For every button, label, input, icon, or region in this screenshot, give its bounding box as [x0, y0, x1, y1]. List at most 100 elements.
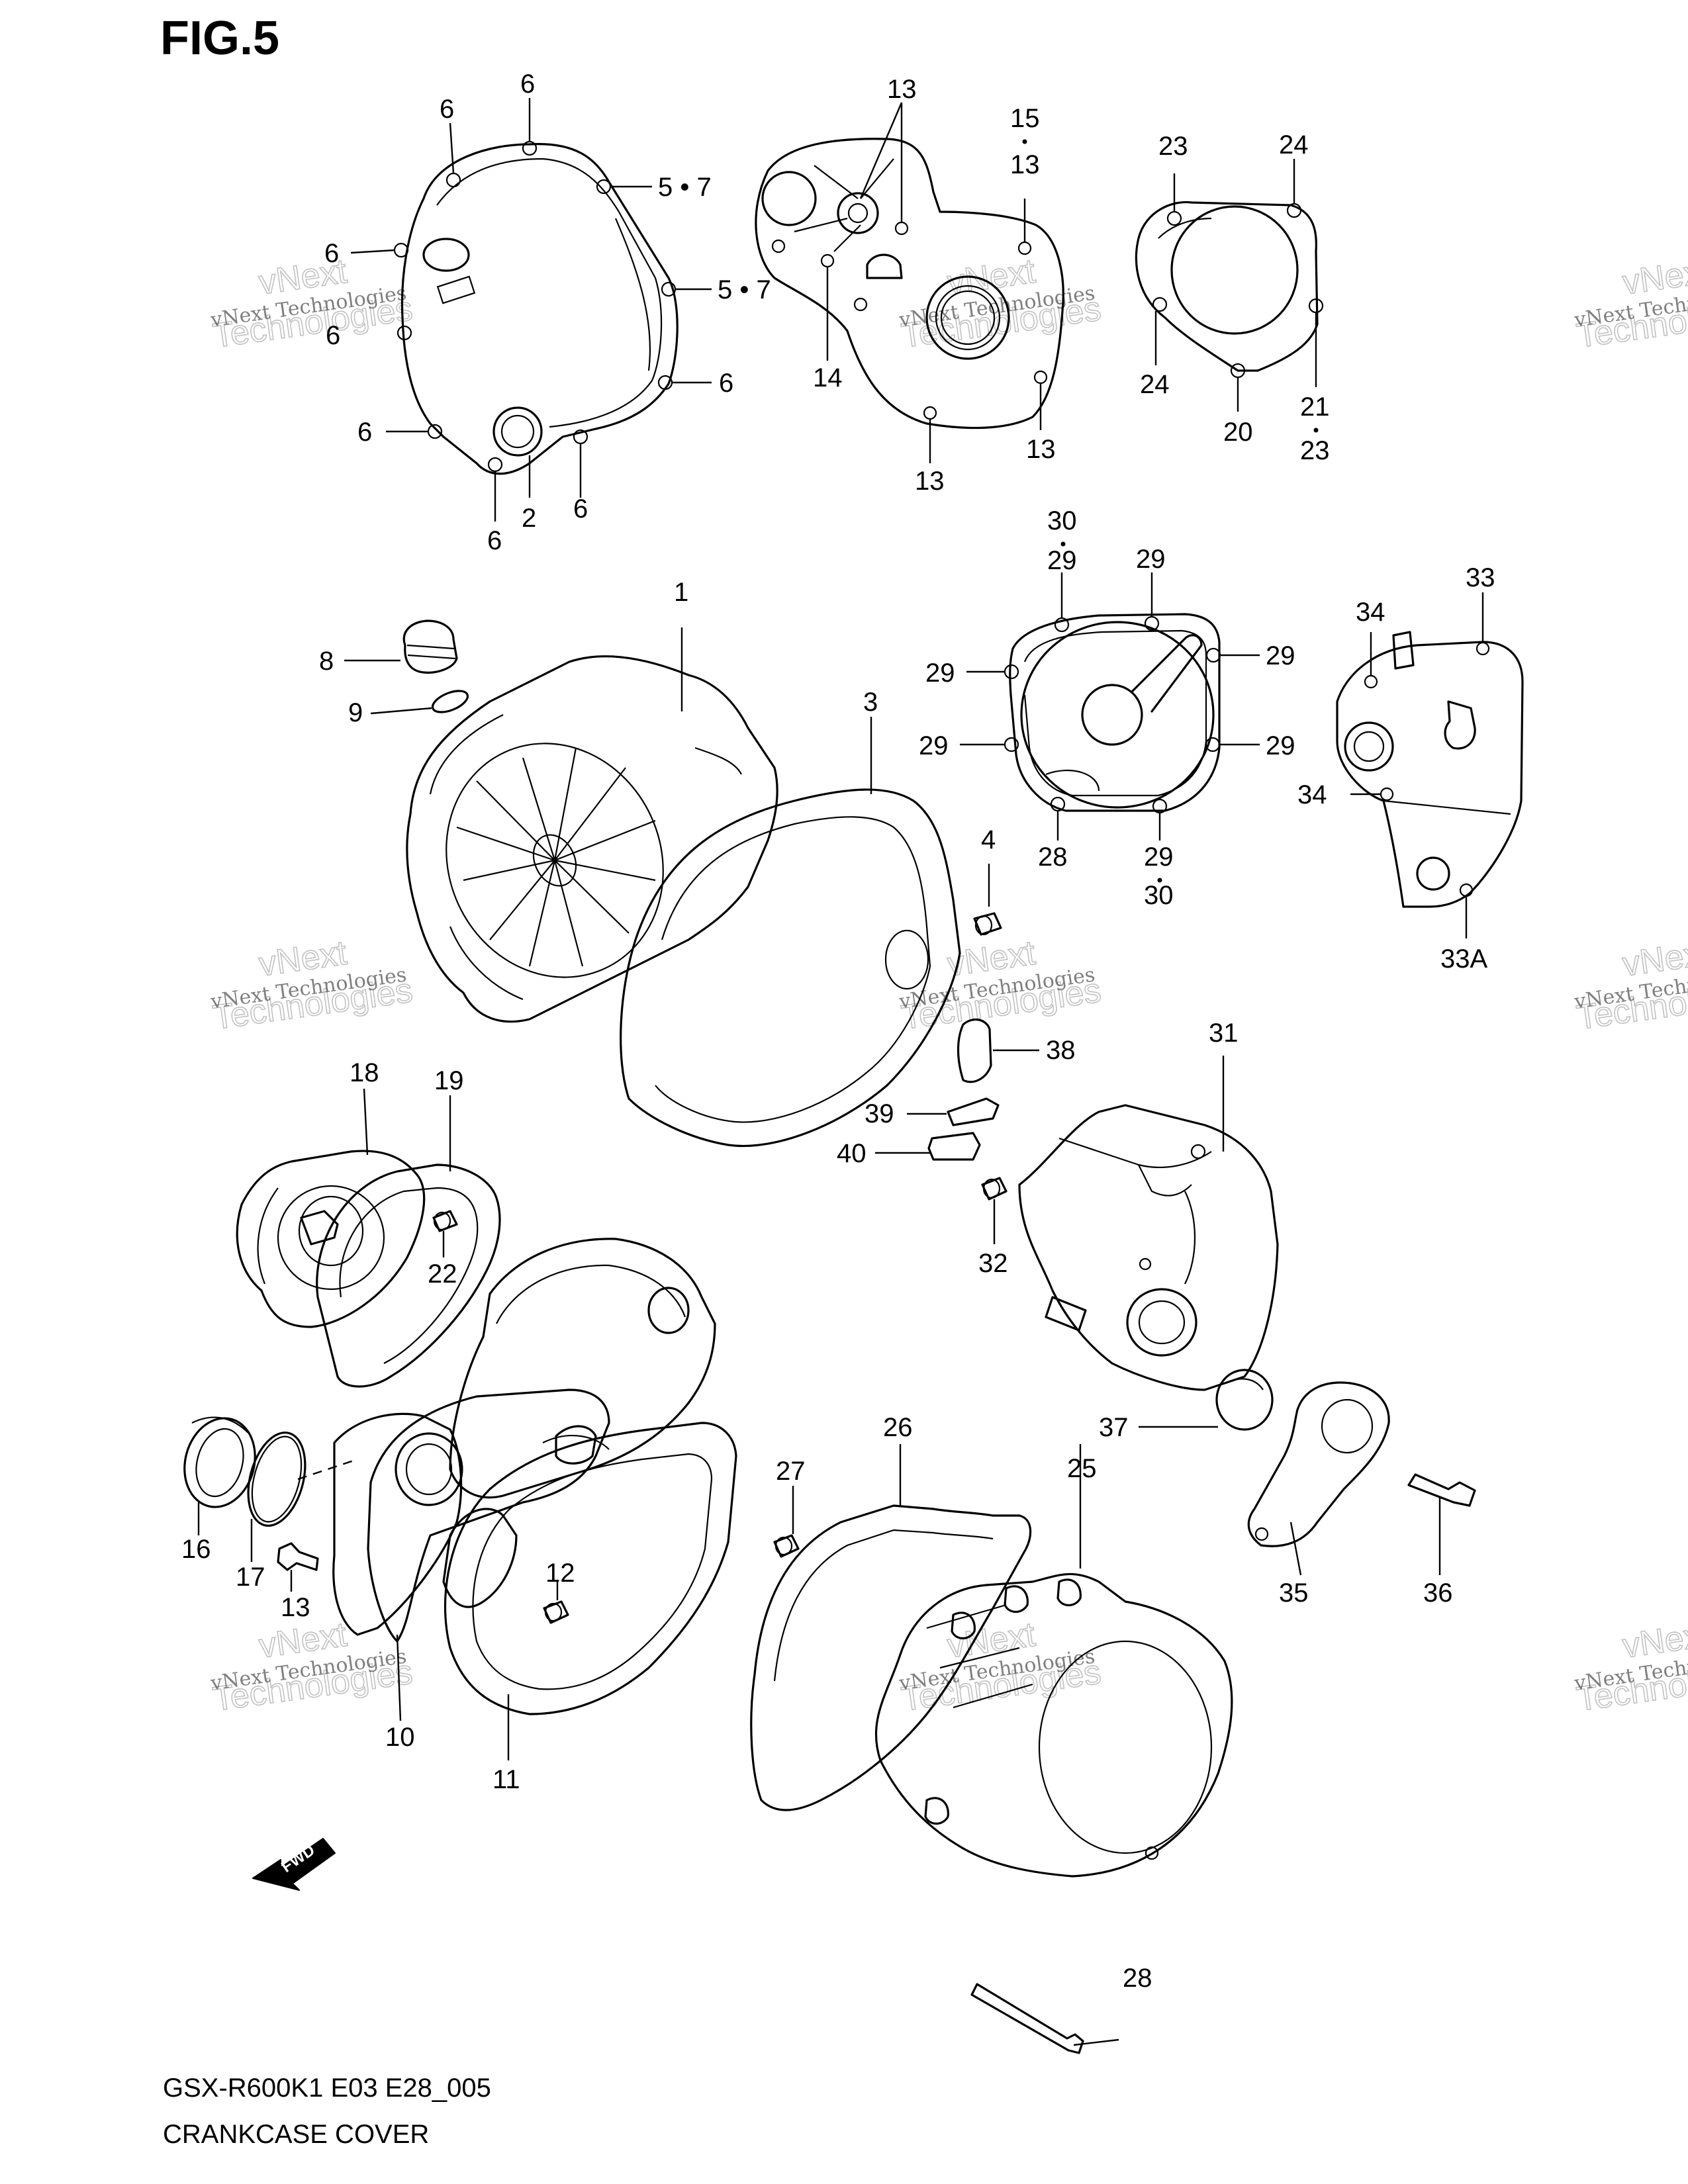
- watermark: vNext Technologies vNext Technologies: [209, 251, 415, 356]
- callout-23: 23: [1300, 436, 1330, 465]
- callout-6: 6: [573, 494, 588, 523]
- callout-30: 30: [1144, 881, 1174, 910]
- callout-17: 17: [236, 1563, 265, 1592]
- callout-25: 25: [1067, 1454, 1097, 1483]
- callout-dot: [1313, 428, 1319, 433]
- callout-6: 6: [326, 321, 340, 350]
- callout-33A: 33A: [1440, 944, 1487, 974]
- callout-10: 10: [385, 1723, 415, 1752]
- dowel-pin-drawing: [973, 864, 1002, 936]
- callout-12: 12: [545, 1559, 575, 1588]
- callout-31: 31: [1209, 1019, 1239, 1048]
- callout-19: 19: [434, 1066, 464, 1095]
- long-bolt-28-drawing: [970, 1983, 1119, 2054]
- callout-16: 16: [181, 1535, 211, 1564]
- watermark: vNext Technologies vNext Technologies: [897, 251, 1103, 356]
- watermark-layer: vNext Technologies vNext Technologies vN…: [209, 251, 1688, 1719]
- callout-40: 40: [837, 1139, 867, 1168]
- callout-22: 22: [428, 1259, 457, 1289]
- o-ring-drawing: [247, 1432, 358, 1562]
- callout-14: 14: [813, 363, 843, 392]
- water-pump-cover-drawing: [236, 1088, 426, 1328]
- callout-36: 36: [1423, 1578, 1453, 1608]
- callout-34: 34: [1297, 780, 1327, 809]
- callout-39: 39: [865, 1099, 894, 1128]
- dowel-pin-27-drawing: [773, 1486, 800, 1558]
- starter-clutch-cover-drawing: [960, 572, 1260, 841]
- magneto-gasket-drawing: [750, 1444, 1032, 1811]
- callout-29: 29: [1136, 545, 1166, 574]
- callout-29: 29: [1266, 641, 1295, 670]
- callout-6: 6: [719, 369, 733, 398]
- callout-29: 29: [1047, 546, 1077, 575]
- callout-6: 6: [487, 526, 502, 555]
- callout-6: 6: [357, 418, 372, 447]
- callout-labels: 6 6 5 • 7 6 5 • 7 6 6 6 2 6 6 13 15 13 1…: [181, 69, 1495, 1993]
- callout-13: 13: [1010, 150, 1040, 179]
- clutch-cover-outer-drawing: [350, 98, 712, 522]
- callout-26: 26: [883, 1413, 913, 1442]
- watermark: vNext Technologies vNext Technologies: [897, 1615, 1103, 1719]
- clutch-cover-drawing: [406, 627, 778, 1023]
- callout-35: 35: [1279, 1578, 1309, 1608]
- callout-dot: [1060, 541, 1066, 547]
- figure-name: CRANKCASE COVER: [163, 2120, 429, 2149]
- callout-dot: [1022, 139, 1027, 144]
- callout-29: 29: [925, 659, 955, 688]
- callout-6: 6: [324, 239, 339, 268]
- callout-6: 6: [520, 69, 535, 99]
- bracket-and-bolt-drawing: [1247, 1381, 1476, 1576]
- callout-11: 11: [492, 1765, 520, 1794]
- dowel-pin-22-drawing: [432, 1210, 458, 1257]
- callout-1: 1: [674, 578, 688, 607]
- starter-clutch-cover-body-drawing: [1018, 1056, 1279, 1391]
- callout-34: 34: [1356, 598, 1385, 627]
- callout-2: 2: [522, 504, 536, 533]
- callout-5-7: 5 • 7: [658, 173, 712, 202]
- generator-cover-drawing: [755, 102, 1064, 463]
- sprocket-cover-drawing: [1336, 592, 1524, 938]
- watermark: vNext Technologies vNext Technologies: [1572, 1615, 1688, 1719]
- callout-dot: [1157, 878, 1162, 883]
- callout-38: 38: [1046, 1036, 1076, 1065]
- watermark: vNext Technologies vNext Technologies: [209, 933, 415, 1038]
- callout-32: 32: [978, 1249, 1008, 1278]
- bolt-13-drawing: [277, 1542, 319, 1592]
- callout-3: 3: [863, 688, 878, 717]
- plug-cap-drawing: [1139, 1369, 1274, 1431]
- callout-37: 37: [1099, 1413, 1129, 1442]
- callout-29: 29: [1144, 842, 1174, 872]
- callout-30: 30: [1047, 506, 1077, 535]
- callout-4: 4: [981, 825, 996, 854]
- callout-20: 20: [1223, 418, 1253, 447]
- water-pump-gasket-drawing: [316, 1095, 501, 1388]
- callout-28: 28: [1123, 1964, 1152, 1993]
- dowel-pin-32-drawing: [981, 1177, 1008, 1244]
- magneto-cover-drawing: [874, 1444, 1233, 1878]
- callout-6: 6: [440, 95, 454, 124]
- callout-13: 13: [915, 467, 945, 496]
- callout-29: 29: [919, 731, 949, 760]
- callout-13: 13: [281, 1593, 310, 1622]
- oil-pan-cover-drawing: [332, 1238, 716, 1721]
- callout-8: 8: [319, 647, 334, 676]
- watermark: vNext Technologies vNext Technologies: [1572, 251, 1688, 356]
- callout-27: 27: [776, 1457, 806, 1486]
- forward-direction-arrow: FWD: [252, 1838, 336, 1891]
- callout-24: 24: [1140, 370, 1170, 399]
- callout-29: 29: [1266, 731, 1295, 760]
- callout-18: 18: [350, 1058, 379, 1087]
- figure-title: FIG.5: [160, 12, 279, 65]
- callout-28: 28: [1038, 842, 1068, 872]
- oil-seal-drawing: [183, 1416, 256, 1535]
- dowel-pin-12-drawing: [543, 1582, 569, 1624]
- clutch-cover-gasket-drawing: [620, 717, 961, 1148]
- gasket-pieces-drawing: [875, 1018, 1039, 1161]
- figure-code: GSX-R600K1 E03 E28_005: [163, 2073, 491, 2103]
- callout-21: 21: [1300, 392, 1330, 422]
- oil-filler-cap-drawing: [344, 619, 469, 715]
- callout-33: 33: [1466, 563, 1495, 592]
- callout-13: 13: [1026, 435, 1056, 464]
